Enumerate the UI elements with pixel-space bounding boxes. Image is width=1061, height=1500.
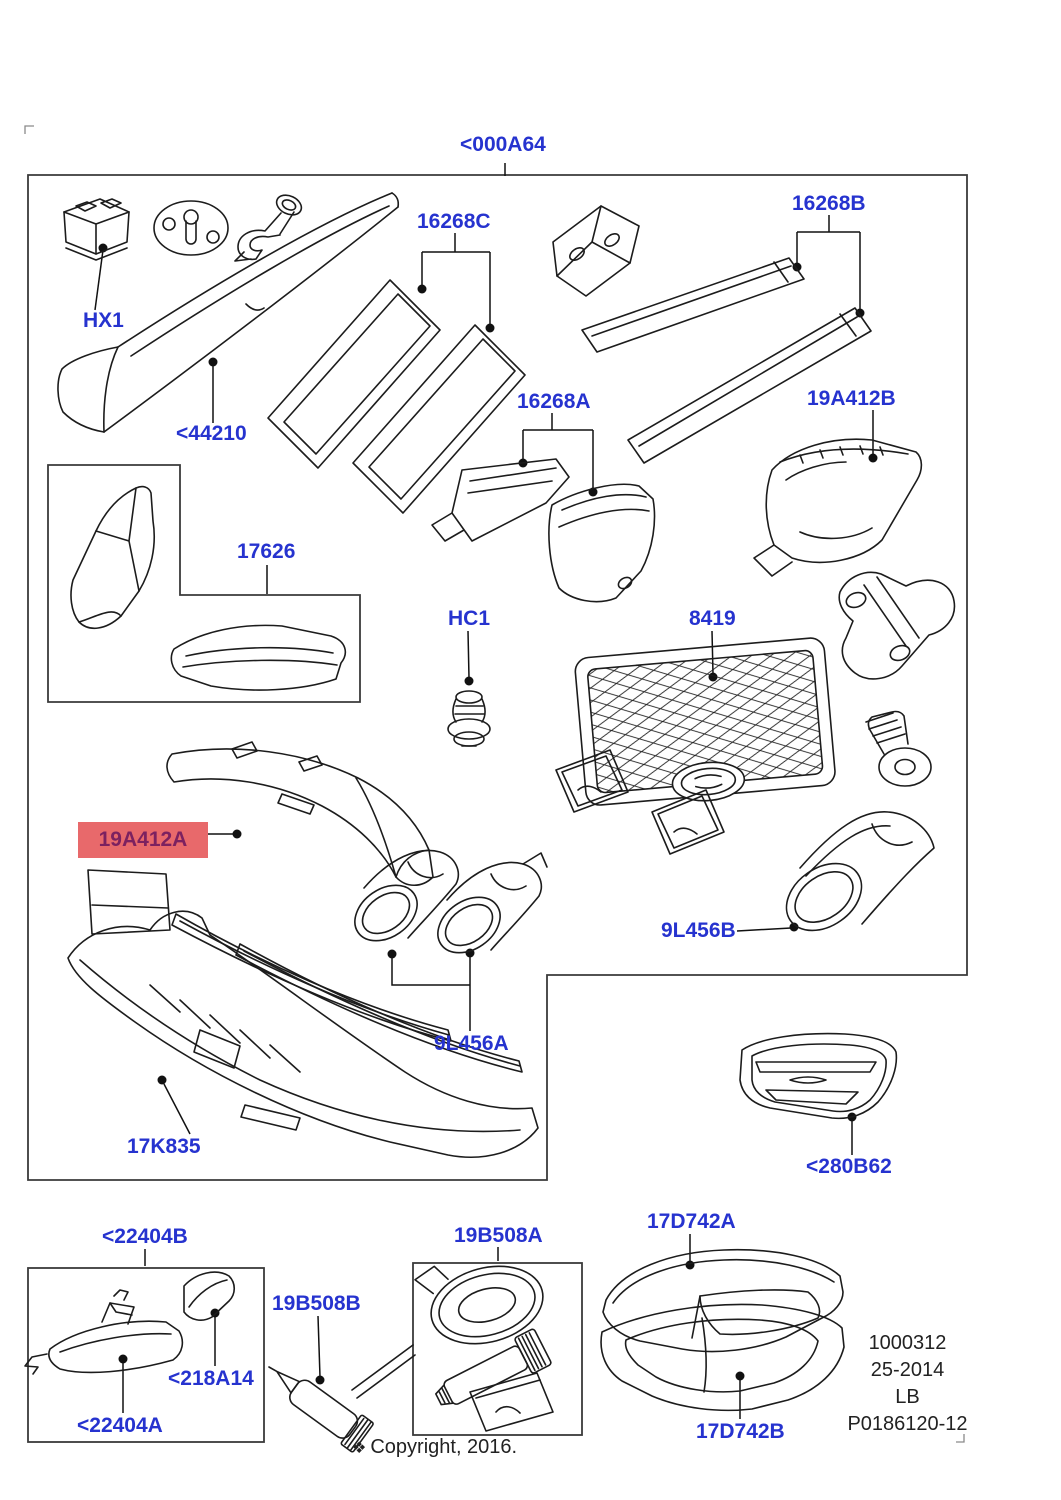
part-label-9L456B[interactable]: 9L456B: [661, 919, 736, 942]
tape-kit-box: [412, 1262, 583, 1436]
copyright-line: ❖Copyright, 2016.: [352, 1436, 517, 1459]
part-label-19B508A[interactable]: 19B508A: [454, 1224, 543, 1247]
part-label-hx1[interactable]: HX1: [83, 309, 124, 332]
part-grommet: [153, 200, 229, 256]
part-clip-hc1: [447, 690, 491, 747]
part-adhesive-strips: [171, 913, 523, 1073]
part-door-handle-kit: [24, 1271, 236, 1375]
part-mudflap-front: [70, 485, 156, 629]
part-label-16268C[interactable]: 16268C: [417, 210, 491, 233]
part-spoiler-44210: [57, 192, 400, 433]
part-trim-16268B: [581, 257, 872, 464]
part-mirror-trim-17D742B: [600, 1303, 845, 1412]
mudflap-kit-box: [47, 464, 361, 703]
crop-marks: [24, 125, 965, 1443]
part-label-44210[interactable]: <44210: [176, 422, 247, 445]
copyright-text: Copyright, 2016.: [370, 1436, 518, 1458]
part-grille-8419: [574, 637, 836, 806]
document-info-block: 1000312 25-2014 LB P0186120-12: [830, 1330, 985, 1438]
part-label-17K835[interactable]: 17K835: [127, 1135, 201, 1158]
part-label-16268A[interactable]: 16268A: [517, 390, 591, 413]
part-trim-16268C: [267, 279, 526, 514]
part-sachet-1: [555, 749, 629, 813]
part-screw: [865, 710, 932, 787]
part-valance-trim-19A412A: [166, 741, 434, 887]
part-label-17D742A[interactable]: 17D742A: [647, 1210, 736, 1233]
diamond-icon: ❖: [352, 1440, 367, 1457]
part-label-17626[interactable]: 17626: [237, 540, 296, 563]
doc-code-lb: LB: [895, 1386, 920, 1408]
part-exhaust-tip-9L456B: [785, 811, 935, 932]
part-exhaust-tips-9L456A: [354, 849, 548, 954]
part-mirror-cover-17D742A: [602, 1248, 844, 1353]
main-kit-box: [27, 174, 968, 1181]
part-sealant-tube-19B508B: [268, 1344, 416, 1453]
doc-number-1: 1000312: [868, 1332, 947, 1354]
kit-boxes: [27, 174, 968, 1443]
part-label-hc1[interactable]: HC1: [448, 607, 491, 630]
part-label-19B508B[interactable]: 19B508B: [272, 1292, 361, 1315]
part-label-22404B[interactable]: <22404B: [102, 1225, 188, 1248]
part-hook-fastener: [234, 194, 303, 262]
part-mudflap-rear: [170, 624, 347, 691]
part-label-280B62[interactable]: <280B62: [806, 1155, 892, 1178]
part-bracket-top: [552, 205, 640, 297]
part-clip-hx1: [63, 198, 130, 261]
part-label-assembly-000A64[interactable]: <000A64: [460, 133, 546, 156]
part-hotspot-dots[interactable]: [98, 243, 878, 1385]
part-label-8419[interactable]: 8419: [689, 607, 736, 630]
part-label-19A412A-highlighted[interactable]: 19A412A: [78, 822, 208, 858]
part-bracket-flat: [838, 571, 956, 680]
part-cover-16268A: [431, 458, 656, 603]
part-label-17D742B[interactable]: 17D742B: [696, 1420, 785, 1443]
part-label-9L456A[interactable]: 9L456A: [434, 1032, 509, 1055]
part-cover-19A412B: [753, 438, 923, 577]
part-label-16268B[interactable]: 16268B: [792, 192, 866, 215]
part-label-218A14[interactable]: <218A14: [168, 1367, 254, 1390]
part-vent-280B62: [739, 1032, 898, 1120]
part-bumper-valance-17K835: [67, 869, 539, 1158]
part-sachet-2: [651, 789, 725, 855]
handle-kit-box: [27, 1267, 265, 1443]
doc-number-2: 25-2014: [870, 1359, 945, 1381]
doc-plate-number: P0186120-12: [847, 1413, 968, 1435]
part-label-22404A[interactable]: <22404A: [77, 1414, 163, 1437]
part-label-19A412B[interactable]: 19A412B: [807, 387, 896, 410]
part-tape-kit-19B508A: [414, 1265, 554, 1432]
